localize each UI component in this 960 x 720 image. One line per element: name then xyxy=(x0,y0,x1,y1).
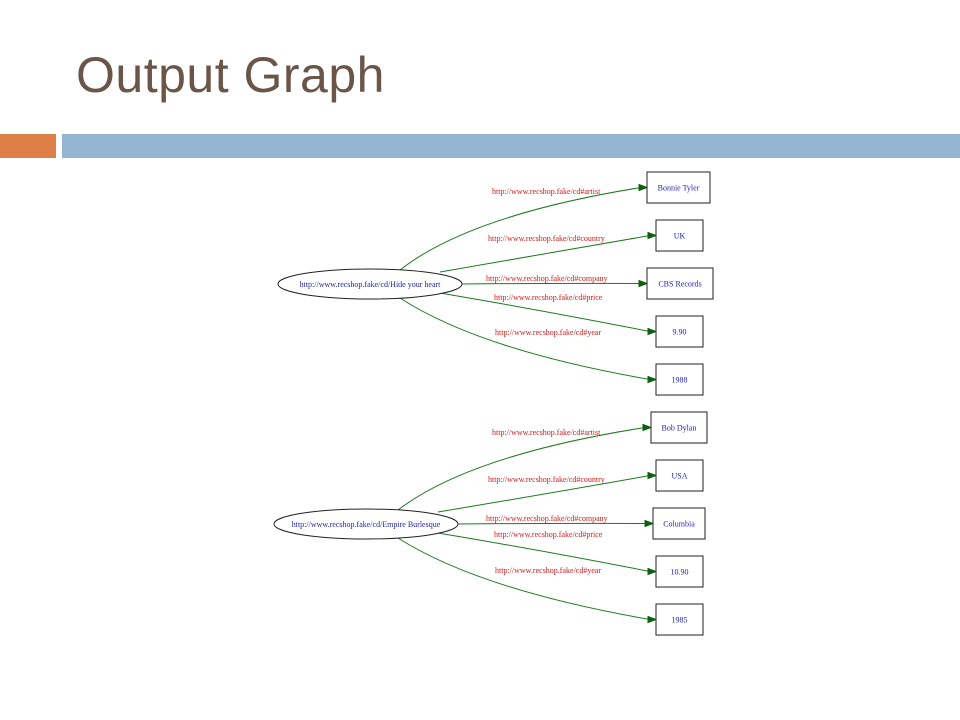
slide-title: Output Graph xyxy=(76,47,385,103)
arrowhead-icon xyxy=(647,567,658,576)
edge-label: http://www.recshop.fake/cd#price xyxy=(494,293,603,302)
object-node xyxy=(655,315,704,348)
object-node xyxy=(655,363,704,396)
object-node xyxy=(655,555,704,588)
subject-node xyxy=(273,508,459,540)
object-node xyxy=(655,459,704,492)
subject-node xyxy=(277,268,463,300)
arrowhead-icon xyxy=(647,375,658,384)
arrowhead-icon xyxy=(638,183,649,192)
object-node-label: 1988 xyxy=(672,376,688,385)
object-node-label: Columbia xyxy=(663,520,695,529)
object-node-label: 9.90 xyxy=(673,328,687,337)
arrowhead-icon xyxy=(647,231,658,240)
accent-bar-orange xyxy=(0,134,56,158)
edge-label: http://www.recshop.fake/cd#price xyxy=(494,530,603,539)
object-node xyxy=(655,603,704,636)
object-node-label: 10.90 xyxy=(671,568,689,577)
object-node-label: 1985 xyxy=(672,616,688,625)
arrowhead-icon xyxy=(647,471,658,480)
edge-line xyxy=(397,427,646,511)
object-node-label: Bob Dylan xyxy=(662,424,697,433)
object-node-label: CBS Records xyxy=(658,280,701,289)
edge-line xyxy=(459,282,642,285)
subject-node-label: http://www.recshop.fake/cd/Empire Burles… xyxy=(292,520,441,529)
arrowhead-icon xyxy=(644,519,655,528)
object-node xyxy=(652,507,706,540)
edge-label: http://www.recshop.fake/cd#artist xyxy=(492,428,601,437)
edge-line xyxy=(455,522,648,525)
edge-label: http://www.recshop.fake/cd#year xyxy=(495,328,601,337)
edge-line xyxy=(397,537,651,620)
arrowhead-icon xyxy=(638,279,649,288)
edge-line xyxy=(439,235,651,273)
edge-line xyxy=(399,297,651,380)
arrowhead-icon xyxy=(642,423,653,432)
subject-cluster: http://www.recshop.fake/cd#artist http://… xyxy=(273,411,708,636)
edge-label: http://www.recshop.fake/cd#country xyxy=(488,234,605,243)
object-node xyxy=(655,219,704,252)
edge-label: http://www.recshop.fake/cd#company xyxy=(486,514,608,523)
subject-node-label: http://www.recshop.fake/cd/Hide your hea… xyxy=(300,280,442,289)
edge-label: http://www.recshop.fake/cd#company xyxy=(486,274,608,283)
object-node-label: Bonnie Tyler xyxy=(658,184,700,193)
subject-cluster: http://www.recshop.fake/cd#artist http://… xyxy=(277,171,714,396)
object-node xyxy=(650,411,708,444)
object-node-label: UK xyxy=(674,232,686,241)
object-node xyxy=(646,171,711,204)
object-node-label: USA xyxy=(671,472,687,481)
arrowhead-icon xyxy=(647,327,658,336)
edge-line xyxy=(439,292,651,332)
edge-label: http://www.recshop.fake/cd#year xyxy=(495,566,601,575)
edge-line xyxy=(399,187,642,271)
edge-line xyxy=(437,475,651,513)
edge-line xyxy=(437,532,651,572)
edge-label: http://www.recshop.fake/cd#artist xyxy=(492,187,601,196)
edge-label: http://www.recshop.fake/cd#country xyxy=(488,475,605,484)
object-node xyxy=(646,267,714,300)
accent-bar-blue xyxy=(62,134,960,158)
arrowhead-icon xyxy=(647,615,658,624)
